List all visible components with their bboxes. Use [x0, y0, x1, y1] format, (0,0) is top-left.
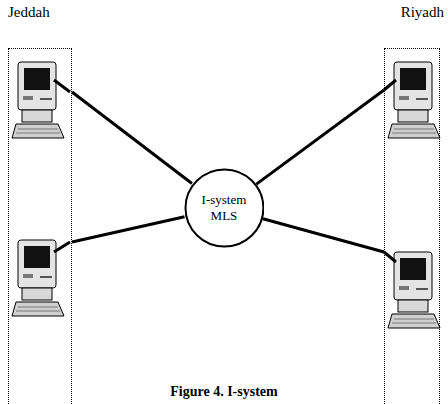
computer-cable [54, 80, 396, 262]
network-link [256, 90, 384, 184]
network-link [72, 217, 185, 242]
site-heading: Jeddah [8, 4, 50, 21]
network-link [263, 219, 384, 252]
computer [12, 62, 64, 138]
system-ellipse: I-system MLS [184, 168, 265, 248]
system-label: I-system MLS [197, 192, 251, 223]
site-group: Jeddah [8, 4, 72, 404]
dotted-frame [8, 48, 72, 404]
computer [388, 252, 440, 328]
site-group: Riyadh [384, 4, 440, 404]
site-heading: Riyadh [401, 4, 444, 21]
figure-caption: Figure 4. I-system [170, 384, 277, 400]
network-link [72, 92, 192, 184]
computer [388, 62, 440, 138]
dotted-frame [384, 48, 440, 404]
